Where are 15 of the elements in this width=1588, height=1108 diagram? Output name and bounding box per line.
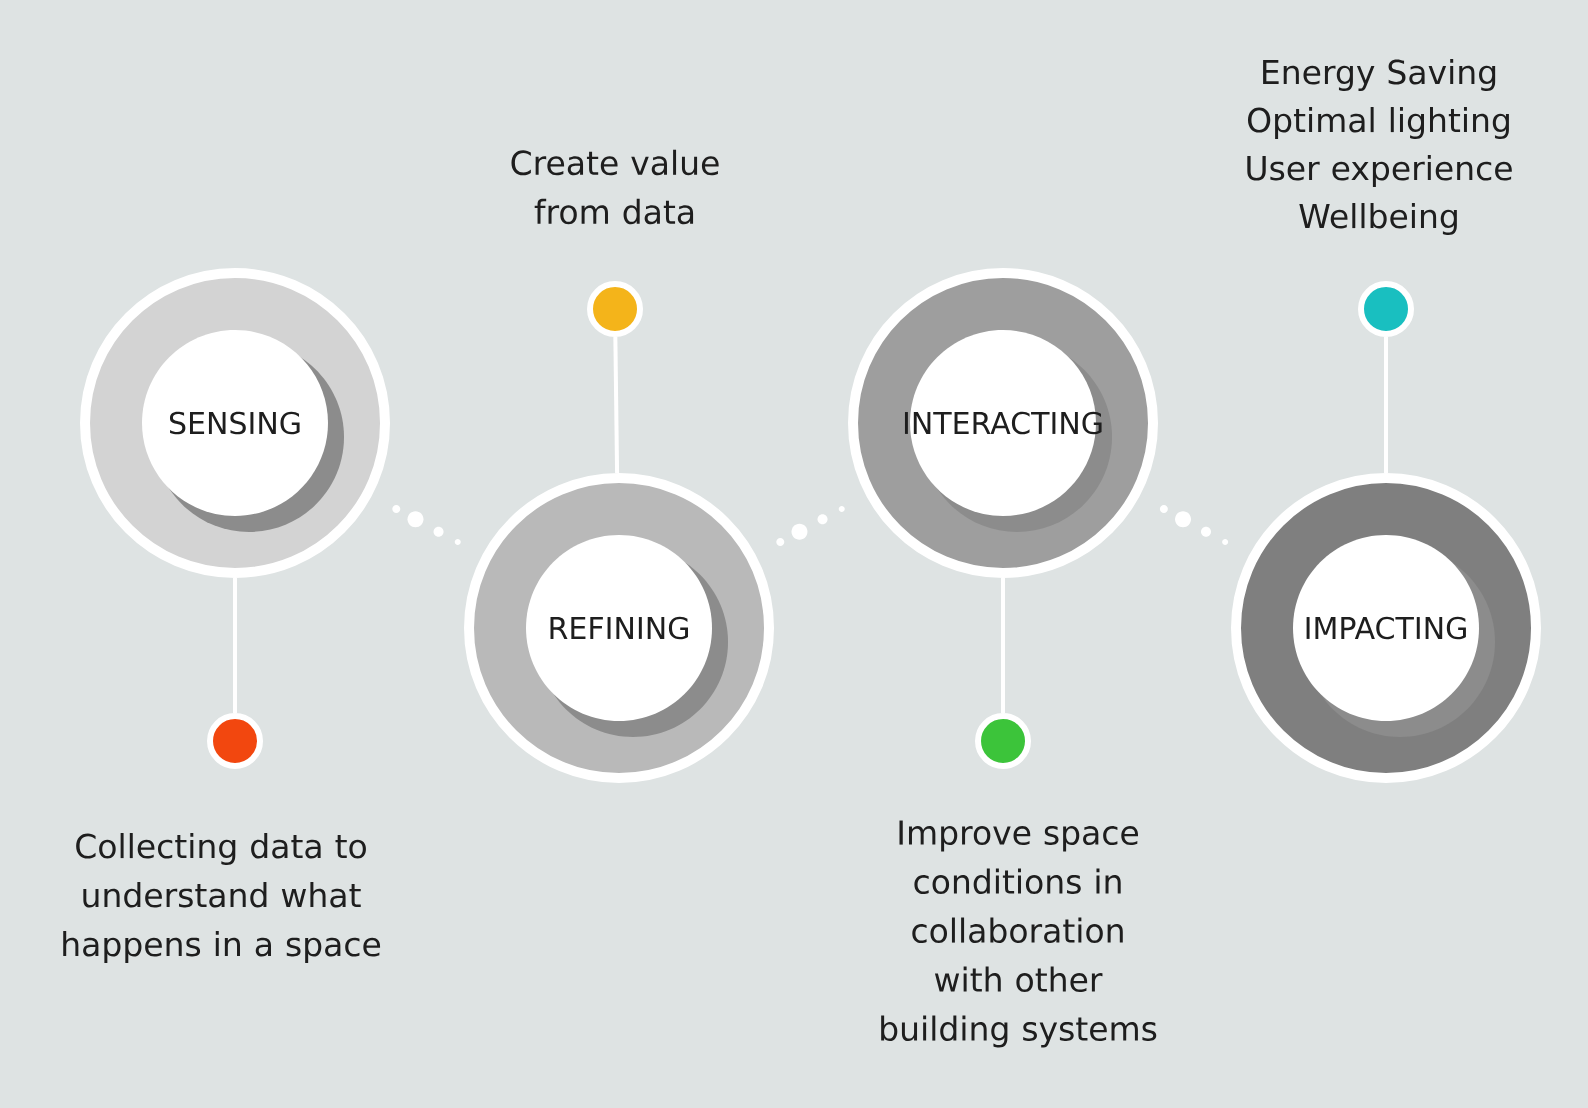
description-text: Improve space conditions in collaboration with other building systems [881, 820, 1157, 1048]
connector-line [613, 336, 620, 474]
description-text: Wellbeing [1299, 203, 1457, 235]
connector-line [1001, 578, 1005, 713]
marker-dot [975, 713, 1031, 769]
description-text: Collecting data to understand what happens in a space [63, 833, 381, 963]
description-text: User experience [1247, 155, 1512, 187]
connector-line [233, 578, 237, 713]
description-text: Energy Saving [1263, 59, 1496, 91]
description-text: Optimal lighting [1248, 107, 1509, 139]
connector-line [1384, 337, 1388, 473]
marker-dot [207, 713, 263, 769]
marker-dot [587, 281, 643, 337]
description-text: Create value from data [511, 149, 719, 225]
marker-dot [1358, 281, 1414, 337]
